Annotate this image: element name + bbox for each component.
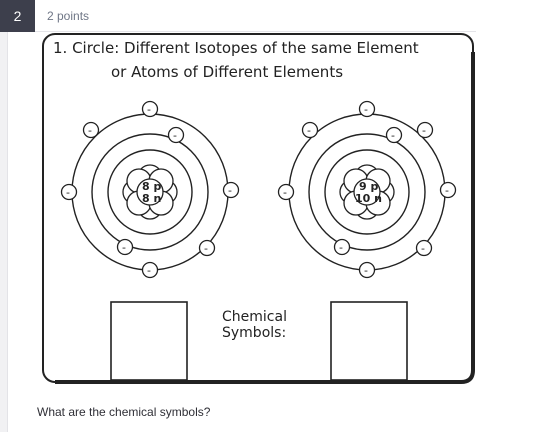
worksheet-shadow-edge	[55, 52, 475, 384]
svg-text:-: -	[307, 124, 311, 137]
svg-text:-: -	[339, 241, 343, 254]
electron-icon: -	[277, 183, 295, 201]
svg-text:-: -	[122, 241, 126, 254]
electron-icon: -	[358, 100, 376, 118]
atom-diagram-left: 8 p 8 n - - - - - - - -	[60, 100, 240, 279]
electron-icon: -	[141, 100, 159, 118]
nucleus-icon	[122, 164, 178, 220]
electron-icon: -	[167, 126, 185, 144]
svg-text:-: -	[66, 186, 70, 199]
chemical-symbols-label-line2: Symbols:	[222, 325, 286, 341]
svg-text:-: -	[228, 184, 232, 197]
electron-icon: -	[82, 121, 100, 139]
electron-icon: -	[198, 239, 216, 257]
svg-text:-: -	[391, 129, 395, 142]
atom-right-protons: 9 p	[359, 180, 378, 193]
nucleus-icon	[339, 164, 395, 220]
electron-icon: -	[385, 126, 403, 144]
question-left-rule	[0, 30, 8, 432]
svg-text:-: -	[422, 124, 426, 137]
atom-left-protons: 8 p	[142, 180, 161, 193]
question-points: 2 points	[47, 9, 90, 23]
electron-icon: -	[222, 181, 240, 199]
atom-right-neutrons: 10 n	[355, 192, 382, 205]
electron-icon: -	[415, 239, 433, 257]
electron-icon: -	[439, 181, 457, 199]
chemical-symbols-label-line1: Chemical	[222, 309, 287, 325]
svg-text:-: -	[421, 242, 425, 255]
atom-left-neutrons: 8 n	[142, 192, 161, 205]
electron-icon: -	[301, 121, 319, 139]
svg-text:-: -	[364, 264, 368, 277]
header-divider	[35, 31, 476, 32]
electron-icon: -	[60, 183, 78, 201]
svg-text:-: -	[364, 103, 368, 116]
svg-text:-: -	[283, 186, 287, 199]
atom-diagram-right: 9 p 10 n - - - - - - - - -	[277, 100, 457, 279]
svg-text:-: -	[204, 242, 208, 255]
worksheet-title-line1: 1. Circle: Different Isotopes of the sam…	[53, 39, 419, 57]
worksheet-title-line2: or Atoms of Different Elements	[111, 63, 343, 81]
question-number-badge: 2	[0, 0, 35, 32]
electron-icon: -	[141, 261, 159, 279]
question-prompt: What are the chemical symbols?	[37, 405, 211, 419]
electron-icon: -	[116, 238, 134, 256]
svg-text:-: -	[445, 184, 449, 197]
electron-icon: -	[358, 261, 376, 279]
svg-text:-: -	[173, 129, 177, 142]
electron-icon: -	[333, 238, 351, 256]
worksheet-image: 1. Circle: Different Isotopes of the sam…	[41, 32, 475, 384]
svg-text:-: -	[147, 103, 151, 116]
svg-text:-: -	[88, 124, 92, 137]
symbol-box-right	[330, 301, 408, 381]
electron-icon: -	[416, 121, 434, 139]
svg-text:-: -	[147, 264, 151, 277]
symbol-box-left	[110, 301, 188, 381]
